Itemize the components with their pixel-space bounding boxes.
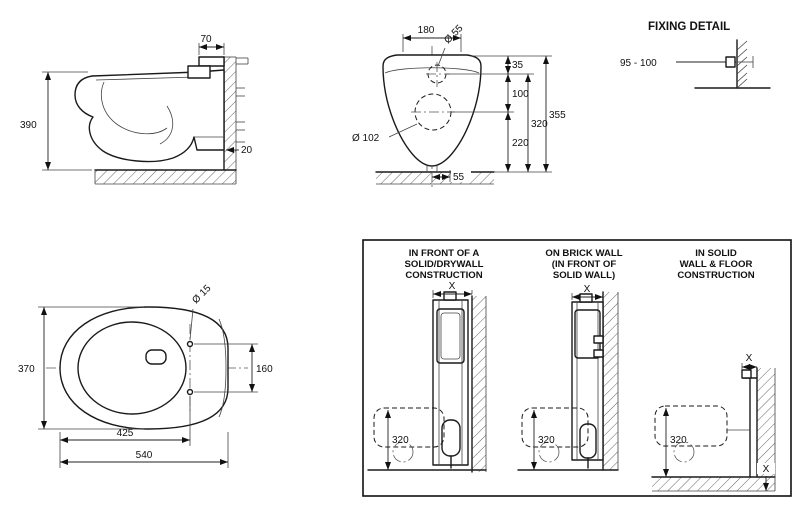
dimension-stack-right: 35 100 220 320 355	[446, 55, 566, 173]
pan-hidden-circle	[392, 441, 414, 463]
pan-hidden-circle	[538, 441, 560, 463]
dimension-320-col3: 320	[663, 408, 687, 477]
toilet-side-outline	[74, 69, 225, 163]
dim-label-390: 390	[20, 120, 37, 131]
dim-label-x: X	[584, 284, 591, 295]
dim-label-320: 320	[538, 435, 555, 446]
col3-title-3: CONSTRUCTION	[677, 270, 754, 281]
dim-label-55: 55	[453, 172, 465, 183]
fixing-holes	[186, 340, 194, 396]
flush-pipe-detail	[187, 56, 249, 79]
wall-hatch-ticks	[736, 40, 748, 89]
dimension-width-180: 180	[402, 25, 462, 52]
dimension-x-col2: X	[571, 284, 603, 300]
dimension-height-390: 390	[20, 71, 92, 171]
dim-label-180: 180	[418, 25, 435, 36]
dim-label-x-top: X	[746, 353, 753, 364]
dim-label-320: 320	[531, 119, 548, 130]
toilet-front-outline	[382, 54, 482, 167]
pan-hidden-outline	[654, 405, 728, 447]
dim-label-x-bottom: X	[763, 464, 770, 475]
cistern	[436, 308, 465, 364]
dim-label-o15: Ø 15	[190, 283, 213, 306]
dim-label-70: 70	[200, 34, 212, 45]
pan-hidden-outline	[373, 407, 445, 448]
flush-slot	[145, 349, 167, 365]
flush-pipe	[579, 293, 593, 303]
dim-label-320: 320	[670, 435, 687, 446]
outlet-bend	[441, 419, 461, 457]
front-view: 180 Ø 55 Ø 102 35 100 220 320 355	[352, 23, 566, 190]
dimension-540: 540	[60, 432, 229, 468]
col3-title-2: WALL & FLOOR	[680, 259, 753, 270]
dim-label-95-100: 95 - 100	[620, 58, 657, 69]
toilet-side-inner-lines	[95, 76, 224, 145]
dim-label-220: 220	[512, 138, 529, 149]
wall-hatch	[757, 368, 775, 477]
install-column-drywall: IN FRONT OF A SOLID/DRYWALL CONSTRUCTION…	[367, 248, 487, 473]
install-column-solid: IN SOLID WALL & FLOOR CONSTRUCTION X	[651, 248, 776, 492]
wall-hatch	[224, 57, 236, 184]
dim-label-320: 320	[392, 435, 409, 446]
col3-title-1: IN SOLID	[695, 248, 737, 259]
seat-outline	[59, 306, 229, 430]
rim-line	[384, 67, 480, 74]
dimension-320-col1: 320	[385, 410, 409, 470]
dimension-160: 160	[194, 343, 273, 393]
plan-view: Ø 15 370 160 425 540	[18, 283, 273, 468]
front-view-floor	[375, 171, 495, 185]
fixing-detail: FIXING DETAIL 95 - 100	[620, 21, 771, 89]
col1-title-1: IN FRONT OF A	[409, 248, 480, 259]
bracket-bottom	[593, 349, 604, 358]
installation-panel: IN FRONT OF A SOLID/DRYWALL CONSTRUCTION…	[362, 239, 792, 497]
pan-hidden-circle	[673, 441, 695, 463]
col2-title-1: ON BRICK WALL	[545, 248, 622, 259]
dim-label-20: 20	[241, 145, 253, 156]
dimension-width-370: 370	[18, 306, 144, 430]
dim-label-355: 355	[549, 110, 566, 121]
dim-label-35: 35	[512, 60, 524, 71]
dimension-inlet-102: Ø 102	[352, 123, 418, 144]
col1-title-2: SOLID/DRYWALL	[404, 259, 483, 270]
dimension-x-bottom-col3: X	[757, 463, 775, 491]
bracket-top	[593, 335, 604, 344]
dim-label-425: 425	[117, 428, 134, 439]
flush-pipe	[443, 291, 457, 301]
dim-label-o102: Ø 102	[352, 133, 380, 144]
dimension-x-top-col3: X	[741, 353, 757, 370]
dim-label-540: 540	[136, 450, 153, 461]
wall-hatch	[472, 296, 486, 472]
conduit	[727, 369, 758, 478]
side-view: 390 70 20	[20, 34, 253, 185]
install-column-brick: ON BRICK WALL (IN FRONT OF SOLID WALL) X	[517, 248, 623, 471]
fixing-bolt	[676, 56, 754, 68]
dimension-320-col2: 320	[531, 410, 555, 470]
dimension-offset-20: 20	[226, 145, 253, 156]
cistern	[574, 309, 601, 359]
bowl-opening	[77, 321, 187, 415]
dim-label-100: 100	[512, 89, 529, 100]
dimension-top-70: 70	[198, 34, 225, 55]
fixing-detail-title: FIXING DETAIL	[648, 21, 730, 33]
dim-label-x: X	[449, 281, 456, 292]
wall-hatch	[603, 292, 618, 470]
floor-hatch	[652, 477, 775, 491]
dim-label-370: 370	[18, 364, 35, 375]
dimension-bottom-55: 55	[432, 170, 471, 183]
dim-label-o55: Ø 55	[442, 23, 465, 46]
dimension-x-col1: X	[432, 281, 473, 298]
col2-title-3: SOLID WALL)	[553, 270, 615, 281]
floor-hatch	[376, 172, 494, 184]
col2-title-2: (IN FRONT OF	[552, 259, 617, 270]
col1-title-3: CONSTRUCTION	[405, 270, 482, 281]
floor-hatch	[95, 170, 236, 184]
dim-label-160: 160	[256, 364, 273, 375]
wall-fixing-ticks	[236, 87, 245, 143]
seat-inner-line	[218, 318, 227, 418]
